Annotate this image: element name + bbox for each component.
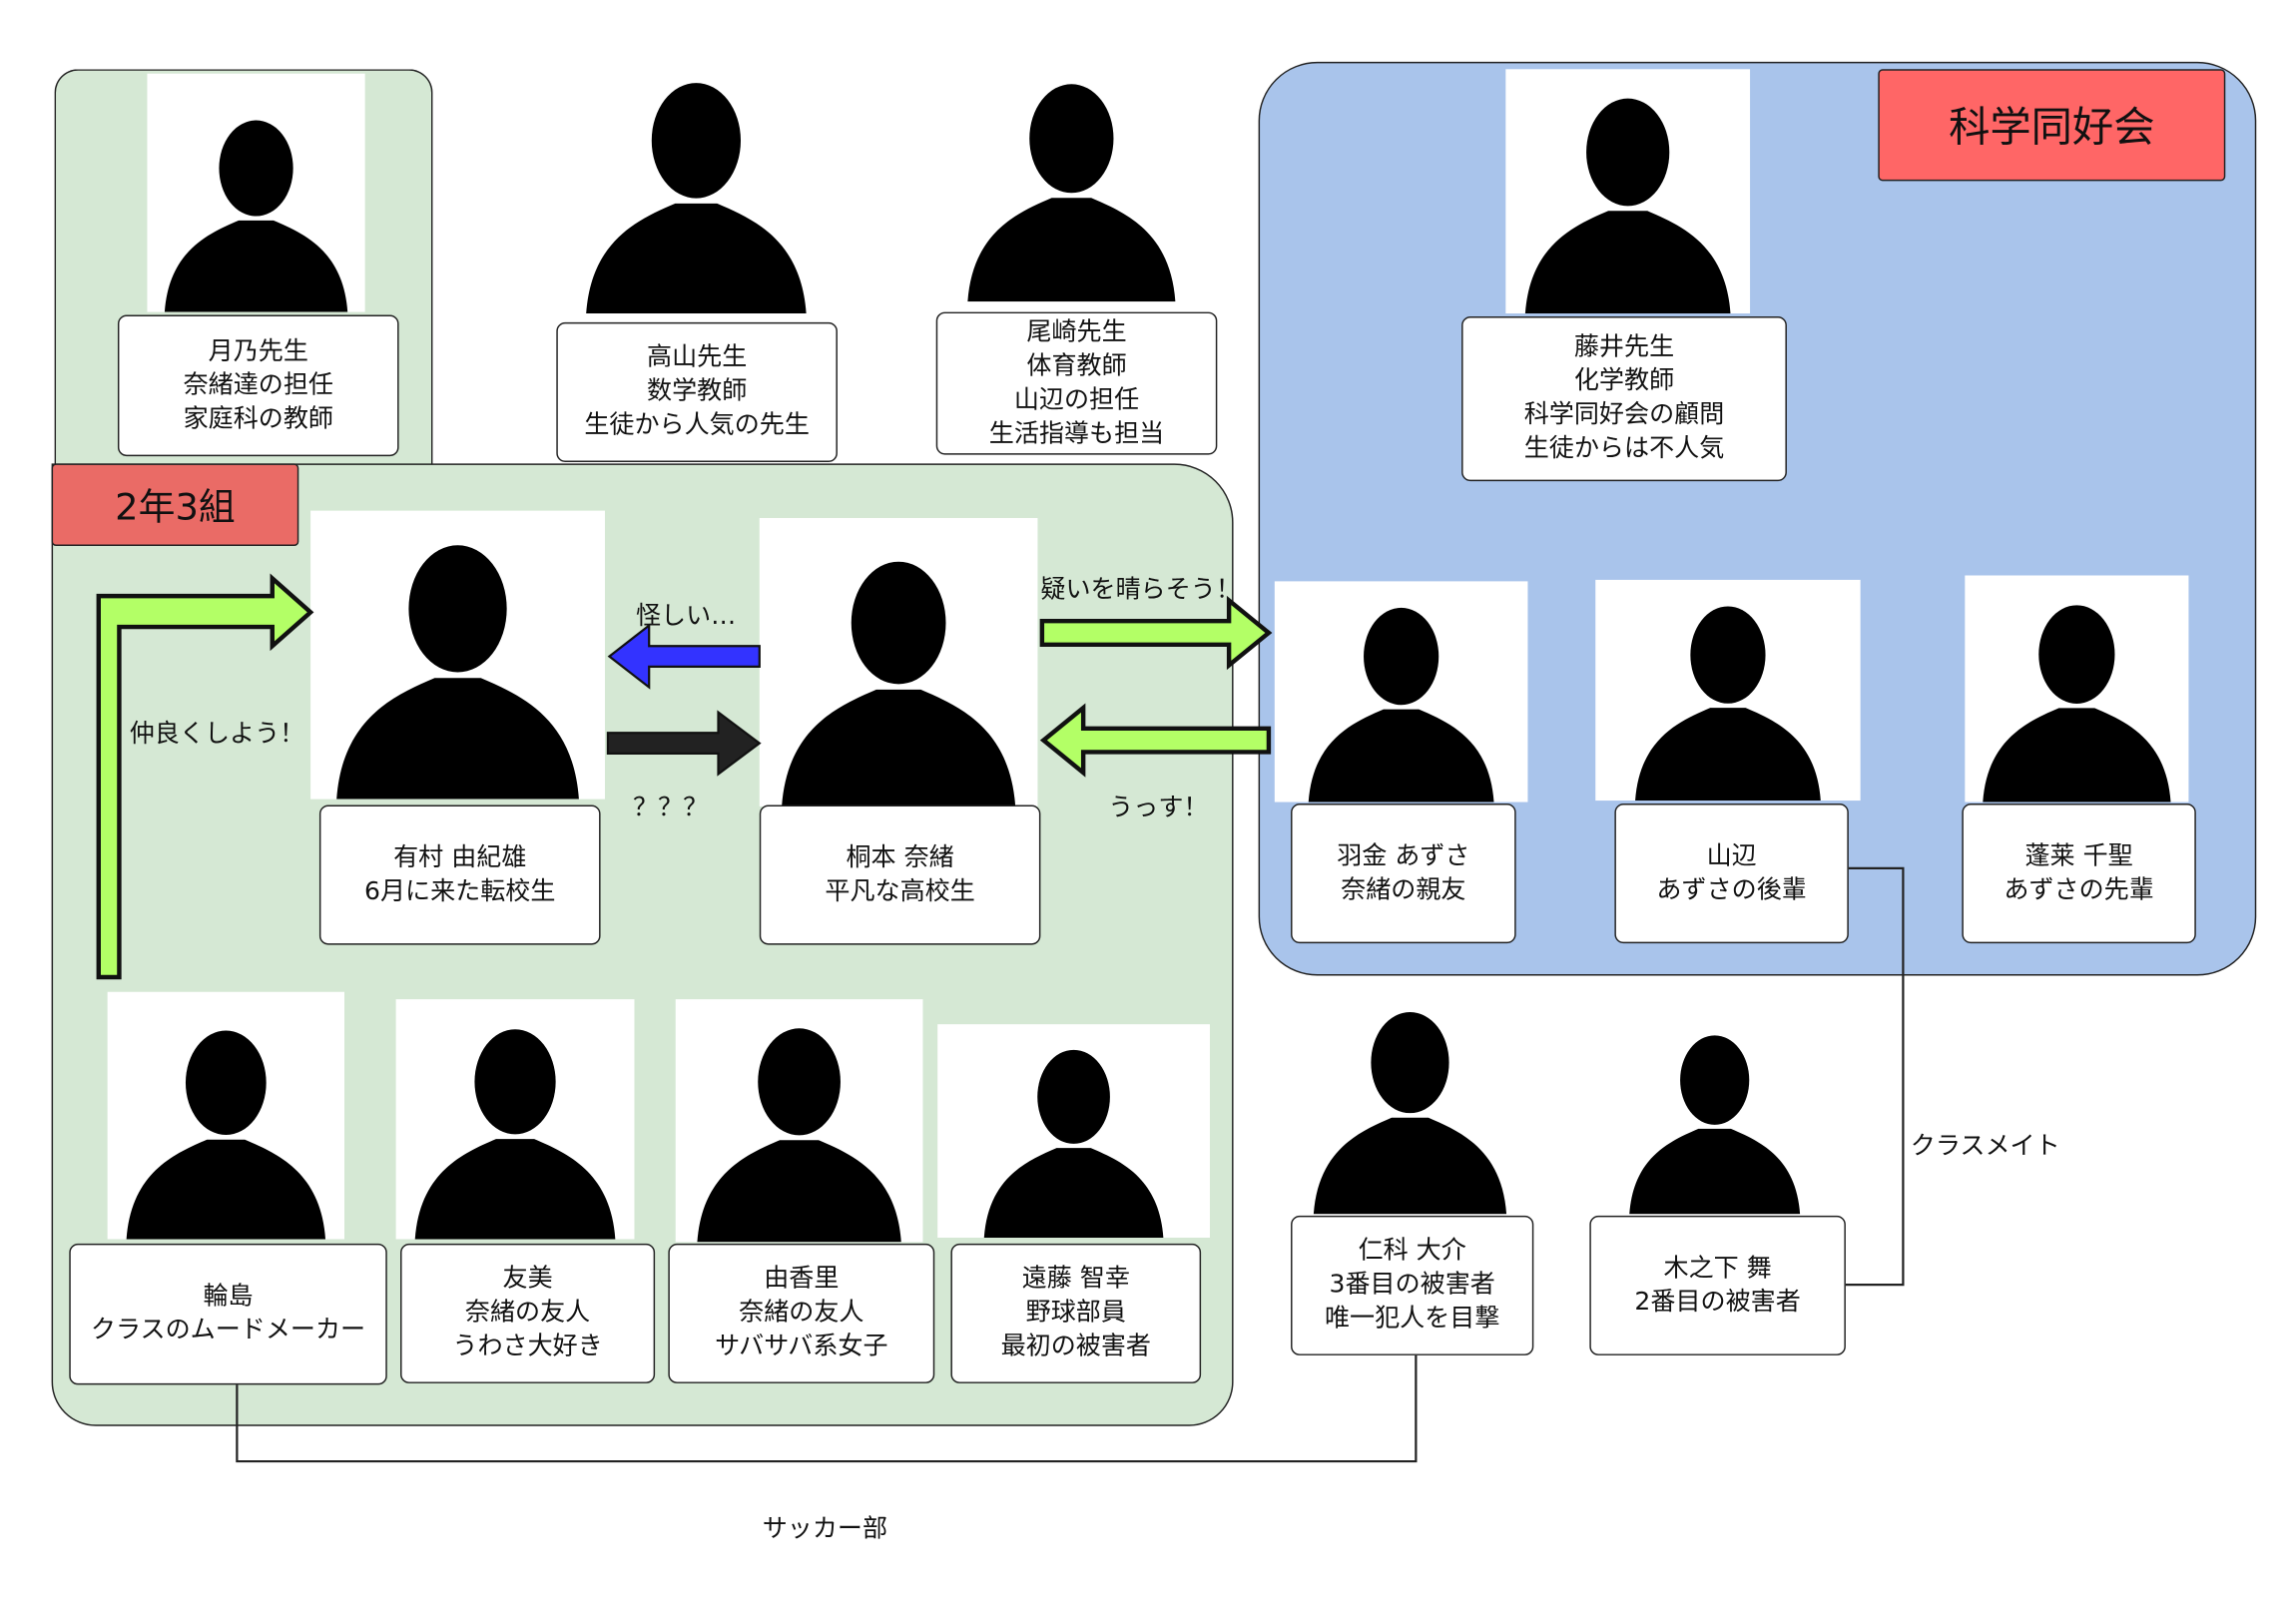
character-description: 奈緒の友人: [464, 1298, 591, 1328]
character-description: 家庭科の教師: [183, 403, 333, 434]
soccer-connector: [236, 1354, 1418, 1463]
character-name: 山辺: [1706, 840, 1757, 871]
friendly-arrow: [96, 573, 314, 980]
unknown-arrow: [606, 710, 762, 777]
unknown-label: ？？？: [632, 793, 709, 823]
ussu-label: うっす！: [1108, 793, 1209, 823]
person-silhouette-icon: [1612, 981, 1817, 1215]
person-silhouette-icon: [1274, 581, 1528, 803]
character-card-takayama: 高山先生数学教師生徒から人気の先生: [556, 321, 838, 462]
character-description: 化学教師: [1573, 366, 1675, 396]
suspicious-label: 怪しい…: [635, 602, 737, 632]
character-description: あずさの先輩: [2004, 874, 2154, 905]
classmate-connector: [1845, 866, 1905, 1287]
character-description: あずさの後輩: [1656, 874, 1807, 905]
character-description: 野球部員: [1025, 1298, 1126, 1328]
ussu-arrow: [1039, 703, 1272, 778]
character-description: 3番目の被害者: [1329, 1270, 1495, 1300]
character-card-arimura: 有村 由紀雄 6月に来た転校生: [318, 805, 601, 945]
character-card-horai: 蓬莱 千聖あずさの先輩: [1962, 804, 2196, 944]
character-description: 生活指導も担当: [988, 418, 1165, 448]
character-name: 蓬莱 千聖: [2024, 840, 2133, 871]
character-description: 科学同好会の顧問: [1523, 400, 1725, 430]
character-name: 月乃先生: [208, 335, 308, 366]
character-card-tsukino: 月乃先生奈緒達の担任家庭科の教師: [117, 314, 399, 457]
character-card-tomomi: 友美奈緒の友人うわさ大好き: [400, 1243, 656, 1383]
person-silhouette-icon: [1595, 579, 1861, 802]
character-name: 遠藤 智幸: [1021, 1264, 1130, 1294]
person-silhouette-icon: [1505, 69, 1751, 314]
character-description: 奈緒達の担任: [183, 369, 333, 400]
club-group-label: 科学同好会: [1878, 69, 2226, 182]
character-description: 唯一犯人を目撃: [1324, 1304, 1500, 1334]
clear-doubt-arrow: [1039, 595, 1273, 671]
person-silhouette-icon: [556, 51, 837, 314]
character-description: うわさ大好き: [452, 1332, 603, 1361]
person-silhouette-icon: [937, 1024, 1210, 1238]
character-description: 平凡な高校生: [825, 876, 975, 906]
soccer-label: サッカー部: [762, 1514, 888, 1544]
classmate-label: クラスメイト: [1910, 1131, 2060, 1162]
person-silhouette-icon: [759, 517, 1038, 806]
class-group-label: 2年3組: [51, 463, 299, 547]
character-description: 6月に来た転校生: [364, 876, 556, 906]
character-name: 有村 由紀雄: [393, 842, 527, 872]
character-name: 木之下 舞: [1663, 1253, 1772, 1283]
person-silhouette-icon: [147, 73, 365, 312]
character-name: 仁科 大介: [1358, 1236, 1466, 1266]
character-card-fujii: 藤井先生化学教師科学同好会の顧問生徒からは不人気: [1461, 315, 1787, 482]
person-silhouette-icon: [395, 999, 635, 1240]
character-description: 2番目の被害者: [1634, 1287, 1801, 1317]
character-name: 由香里: [764, 1264, 840, 1294]
character-name: 桐本 奈緒: [846, 842, 954, 872]
character-card-kirimoto: 桐本 奈緒平凡な高校生: [759, 805, 1041, 945]
character-description: 最初の被害者: [1000, 1332, 1151, 1361]
person-silhouette-icon: [1965, 575, 2189, 803]
person-silhouette-icon: [898, 54, 1244, 302]
character-card-endo: 遠藤 智幸野球部員最初の被害者: [950, 1243, 1202, 1383]
character-description: サバサバ系女子: [715, 1332, 888, 1361]
character-name: 藤井先生: [1573, 332, 1675, 362]
clear-doubt-label: 疑いを晴らそう！: [1040, 575, 1241, 605]
character-card-hagane: 羽金 あずさ奈緒の親友: [1291, 804, 1516, 944]
character-description: 奈緒の友人: [739, 1298, 864, 1328]
friendly-label: 仲良くしよう！: [129, 719, 305, 750]
person-silhouette-icon: [675, 999, 923, 1243]
character-description: 数学教師: [646, 376, 748, 406]
character-card-wajima: 輪島クラスのムードメーカー: [69, 1243, 387, 1385]
character-card-yukari: 由香里奈緒の友人サバサバ系女子: [668, 1243, 935, 1383]
person-silhouette-icon: [1295, 981, 1525, 1215]
character-name: 友美: [502, 1264, 553, 1294]
character-description: 生徒からは不人気: [1523, 433, 1725, 464]
character-description: 奈緒の親友: [1341, 874, 1466, 905]
character-name: 羽金 あずさ: [1337, 840, 1470, 871]
character-name: 輪島: [203, 1282, 254, 1312]
person-silhouette-icon: [310, 510, 605, 800]
person-silhouette-icon: [107, 991, 345, 1240]
character-description: 生徒から人気の先生: [584, 410, 810, 440]
character-card-kinoshita: 木之下 舞 2番目の被害者: [1589, 1215, 1846, 1355]
character-name: 高山先生: [646, 342, 748, 373]
character-card-yamabe: 山辺あずさの後輩: [1614, 804, 1849, 944]
character-description: クラスのムードメーカー: [90, 1316, 366, 1345]
character-card-ozaki: 尾崎先生体育教師山辺の担任生活指導も担当: [935, 311, 1218, 455]
character-description: 体育教師: [1026, 350, 1127, 381]
character-name: 尾崎先生: [1026, 316, 1127, 347]
suspicious-arrow: [607, 623, 761, 690]
character-description: 山辺の担任: [1013, 384, 1140, 415]
character-card-nishina: 仁科 大介 3番目の被害者唯一犯人を目撃: [1291, 1215, 1534, 1355]
